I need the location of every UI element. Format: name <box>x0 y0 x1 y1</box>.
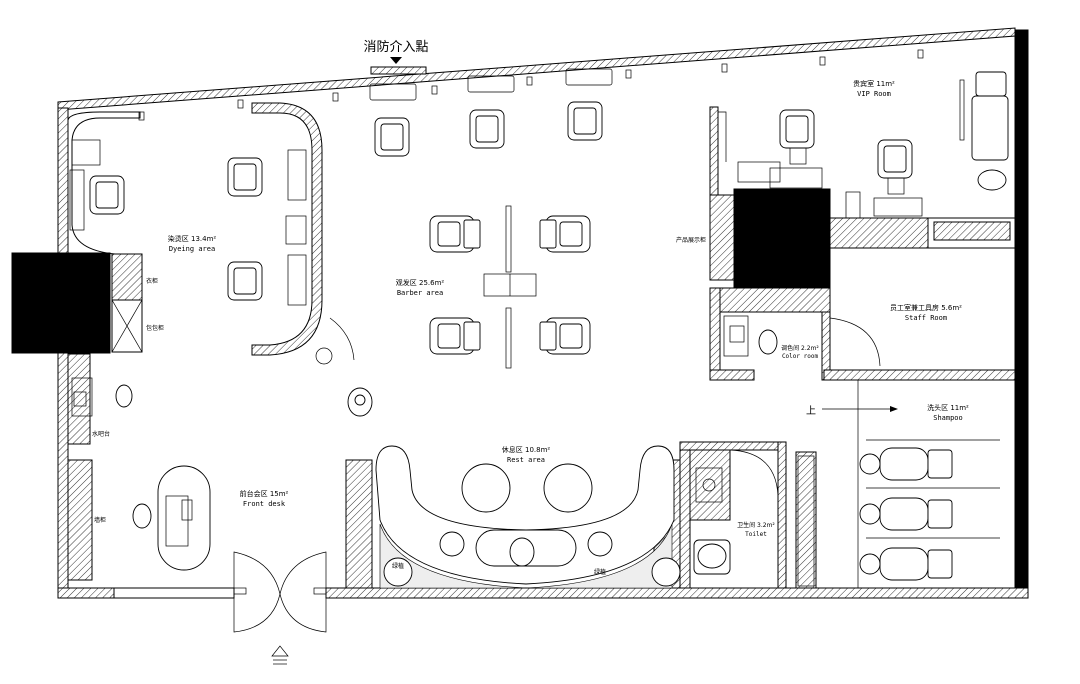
up-arrow: 上 <box>806 405 898 417</box>
dyeing-label-cn: 染烫区 13.4m² <box>168 234 217 243</box>
right-wall <box>1014 29 1029 599</box>
plant-label-left: 绿植 <box>392 562 404 570</box>
dyeing-area: 染烫区 13.4m² Dyeing area 衣柜 包包柜 <box>67 102 355 361</box>
shampoo-label-en: Shampoo <box>933 414 963 422</box>
up-label: 上 <box>806 405 816 417</box>
rest-area: 休息区 10.8m² Rest area 绿植 绿植 <box>345 445 681 589</box>
black-column <box>733 188 831 290</box>
window-markers <box>138 49 924 121</box>
dyeing-partition <box>251 102 323 356</box>
toilet-label-en: Toilet <box>745 531 767 538</box>
toilet-room: 卫生间 3.2m² Toilet <box>679 441 787 589</box>
bottom-wall <box>57 587 115 599</box>
color-room-label-cn: 调色间 2.2m² <box>781 344 819 352</box>
shampoo-label-cn: 洗头区 11m² <box>927 403 969 412</box>
fire-access-point: 消防介入點 <box>363 39 429 75</box>
shoe-cabinet-label: 衣柜 <box>146 277 158 285</box>
dyeing-label-en: Dyeing area <box>169 245 215 253</box>
color-room-label-en: Color room <box>782 353 819 360</box>
front-desk-label-en: Front desk <box>243 500 286 508</box>
staff-room-label-en: Staff Room <box>905 314 947 322</box>
color-and-staff-rooms: 调色间 2.2m² Color room 员工室兼工具房 5.6m² Staff… <box>709 287 1016 381</box>
front-desk-label-cn: 前台会区 15m² <box>240 489 289 498</box>
display-cabinet-label: 墙柜 <box>94 516 106 524</box>
rest-label-cn: 休息区 10.8m² <box>502 445 551 454</box>
front-desk-area: 墙柜 前台会区 15m² Front desk <box>67 459 289 581</box>
barber-label-cn: 观发区 25.6m² <box>396 278 445 287</box>
staff-room-label-cn: 员工室兼工具房 5.6m² <box>890 303 962 312</box>
vip-label-en: VIP Room <box>857 90 891 98</box>
bag-cabinet-label: 包包柜 <box>146 324 164 332</box>
water-bar-label: 水吧台 <box>92 430 110 438</box>
vip-room: 产品展示柜 贵宾室 11m² VIP Room <box>676 71 1016 290</box>
plant-label-right: 绿植 <box>594 568 606 576</box>
shampoo-area: 洗头区 11m² Shampoo <box>795 380 1000 589</box>
left-column <box>11 252 111 354</box>
vip-label-cn: 贵宾室 11m² <box>853 79 895 88</box>
barber-area: 观发区 25.6m² Barber area <box>315 68 613 417</box>
entrance-doors <box>233 551 327 665</box>
barber-label-en: Barber area <box>397 289 443 297</box>
rest-label-en: Rest area <box>507 456 545 464</box>
left-wall <box>57 107 69 254</box>
water-bar: 水吧台 <box>67 353 133 445</box>
product-display-label: 产品展示柜 <box>676 236 706 244</box>
fire-access-label: 消防介入點 <box>363 39 428 55</box>
toilet-label-cn: 卫生间 3.2m² <box>737 521 775 529</box>
entrance-arrow <box>271 645 289 657</box>
